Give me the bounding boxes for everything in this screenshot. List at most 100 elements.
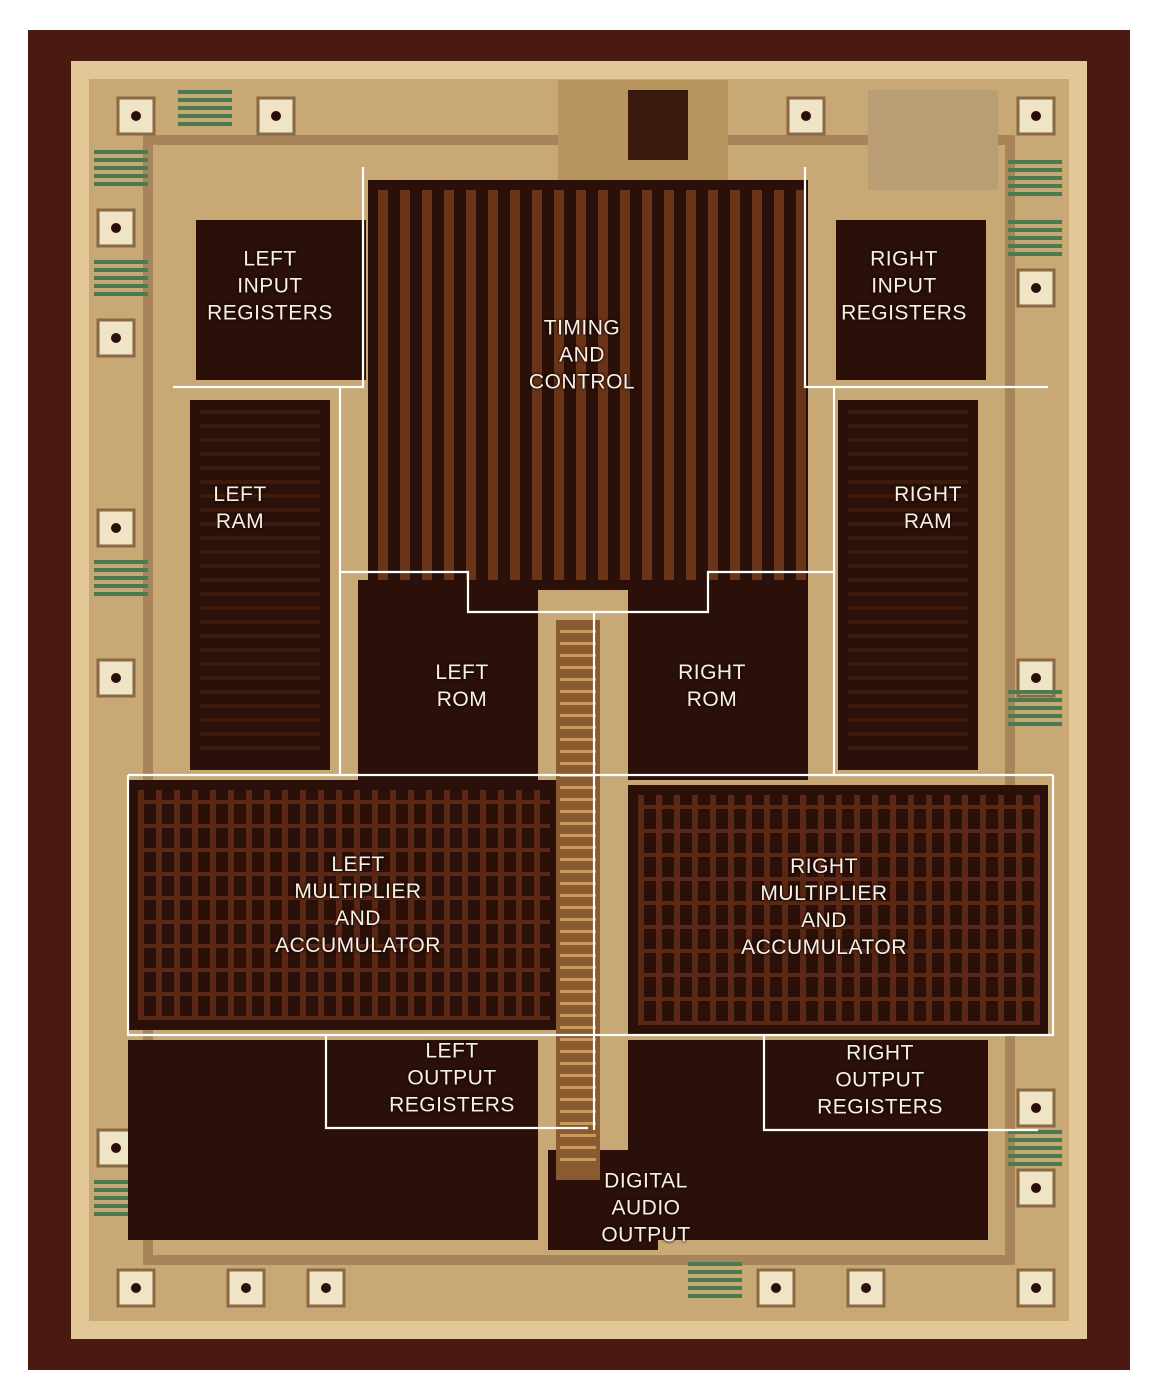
mac-column (444, 790, 450, 1020)
driver-stripe (94, 292, 148, 296)
ram-row (848, 578, 968, 582)
control-column (554, 190, 564, 580)
driver-stripe (94, 1212, 148, 1216)
bus-line (560, 822, 596, 825)
control-column (400, 190, 410, 580)
outline-right-output-registers (762, 1035, 1038, 1132)
mac-row (638, 1021, 1038, 1025)
control-column (444, 190, 454, 580)
ram-row (848, 648, 968, 652)
control-column (774, 190, 784, 580)
bus-line (560, 726, 596, 729)
bus-line (560, 966, 596, 969)
bus-line (560, 738, 596, 741)
ram-row (200, 410, 320, 414)
mac-row (138, 848, 550, 852)
driver-stripe (94, 268, 148, 272)
circuit-block (128, 1040, 538, 1240)
ram-row (848, 424, 968, 428)
ram-row (848, 662, 968, 666)
control-column (664, 190, 674, 580)
ram-row (848, 676, 968, 680)
driver-stripe (94, 560, 148, 564)
mac-column (462, 790, 468, 1020)
outline-multiplier-section (126, 775, 1055, 1037)
driver-stripe (94, 260, 148, 264)
mac-column (246, 790, 252, 1020)
ram-row (200, 438, 320, 442)
die-artwork (71, 61, 1087, 1339)
bus-line (560, 990, 596, 993)
bond-pad-dot (1031, 1103, 1041, 1113)
mac-column (282, 790, 288, 1020)
mac-column (764, 795, 770, 1025)
driver-stripe (94, 166, 148, 170)
bond-pad-dot (861, 1283, 871, 1293)
bus-line (560, 1038, 596, 1041)
bus-line (560, 918, 596, 921)
bus-line (560, 750, 596, 753)
ram-row (200, 424, 320, 428)
bus-line (560, 714, 596, 717)
bus-line (560, 1014, 596, 1017)
ram-row (200, 746, 320, 750)
mac-row (638, 877, 1038, 881)
mac-row (138, 1016, 550, 1020)
bond-pad (116, 96, 156, 136)
ram-row (848, 410, 968, 414)
bus-line (560, 942, 596, 945)
control-column (598, 190, 608, 580)
mac-column (408, 790, 414, 1020)
ram-row (200, 550, 320, 554)
driver-stripe (1008, 244, 1062, 248)
mac-column (746, 795, 752, 1025)
ram-row (200, 578, 320, 582)
ram-row (200, 690, 320, 694)
mac-row (638, 805, 1038, 809)
control-column (752, 190, 762, 580)
mac-column (336, 790, 342, 1020)
ram-row (200, 466, 320, 470)
ram-row (200, 522, 320, 526)
bond-pad-dot (111, 523, 121, 533)
ram-row (848, 606, 968, 610)
bus-line (560, 1146, 596, 1149)
control-column (730, 190, 740, 580)
bus-line (560, 834, 596, 837)
driver-stripe (94, 584, 148, 588)
mac-row (138, 824, 550, 828)
bus-line (560, 798, 596, 801)
driver-stripe (94, 1188, 148, 1192)
bus-line (560, 786, 596, 789)
driver-stripe (1008, 1130, 1062, 1134)
driver-stripe (94, 284, 148, 288)
bond-pad-dot (111, 673, 121, 683)
mac-column (818, 795, 824, 1025)
mac-column (156, 790, 162, 1020)
ram-row (200, 718, 320, 722)
control-column (686, 190, 696, 580)
driver-stripe (688, 1278, 742, 1282)
control-column (708, 190, 718, 580)
mac-row (138, 968, 550, 972)
ram-row (200, 564, 320, 568)
bus-line (560, 702, 596, 705)
control-column (796, 190, 806, 580)
ram-row (200, 452, 320, 456)
ram-row (200, 494, 320, 498)
control-column (576, 190, 586, 580)
mac-row (138, 896, 550, 900)
control-column (422, 190, 432, 580)
ram-row (848, 620, 968, 624)
mac-column (962, 795, 968, 1025)
ram-row (200, 620, 320, 624)
driver-stripe (1008, 698, 1062, 702)
mac-column (300, 790, 306, 1020)
control-column (510, 190, 520, 580)
driver-stripe (1008, 1162, 1062, 1166)
